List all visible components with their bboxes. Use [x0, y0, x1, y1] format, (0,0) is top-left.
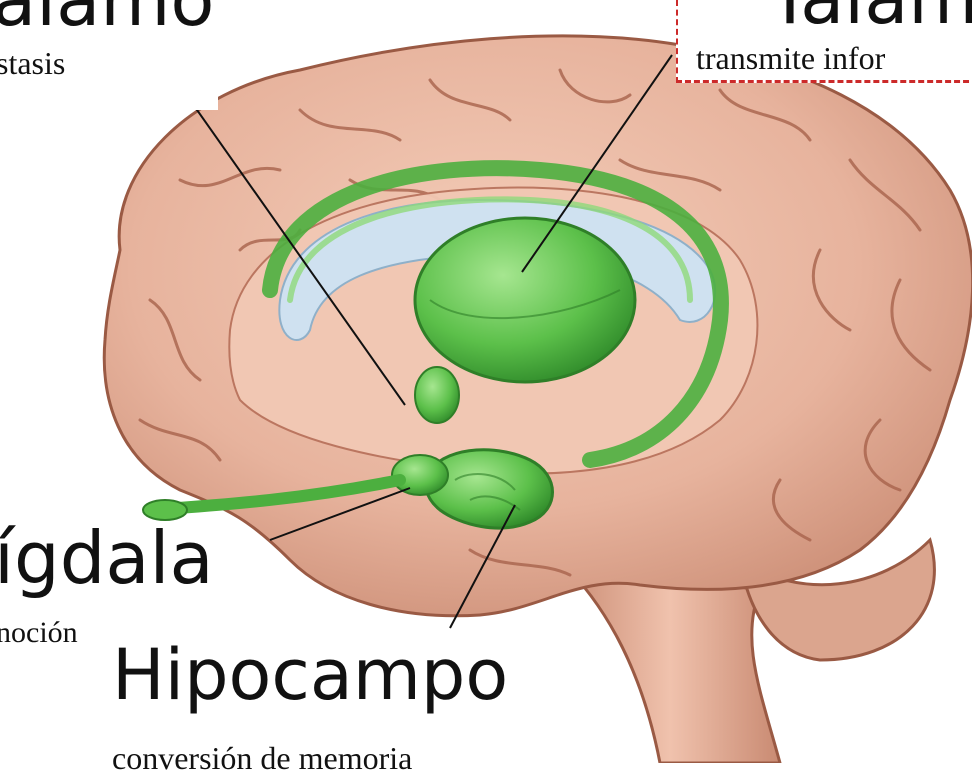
label-title-hipocampo: Hipocampo — [112, 640, 508, 710]
thalamus — [415, 218, 635, 382]
label-box-hipotalamo: alamo stasis — [0, 0, 218, 110]
label-title-amigdala: ígdala — [0, 522, 214, 594]
label-subtitle-amigdala: noción — [0, 618, 78, 648]
label-subtitle-hipotalamo: stasis — [0, 47, 65, 79]
label-title-talamo: Tálam — [768, 0, 972, 34]
label-title-hipotalamo: alamo — [0, 0, 214, 36]
label-subtitle-talamo: transmite infor — [696, 42, 885, 74]
label-box-talamo: Tálam transmite infor — [676, 0, 972, 83]
hypothalamus — [415, 367, 459, 423]
label-subtitle-hipocampo: conversión de memoria — [112, 742, 412, 774]
